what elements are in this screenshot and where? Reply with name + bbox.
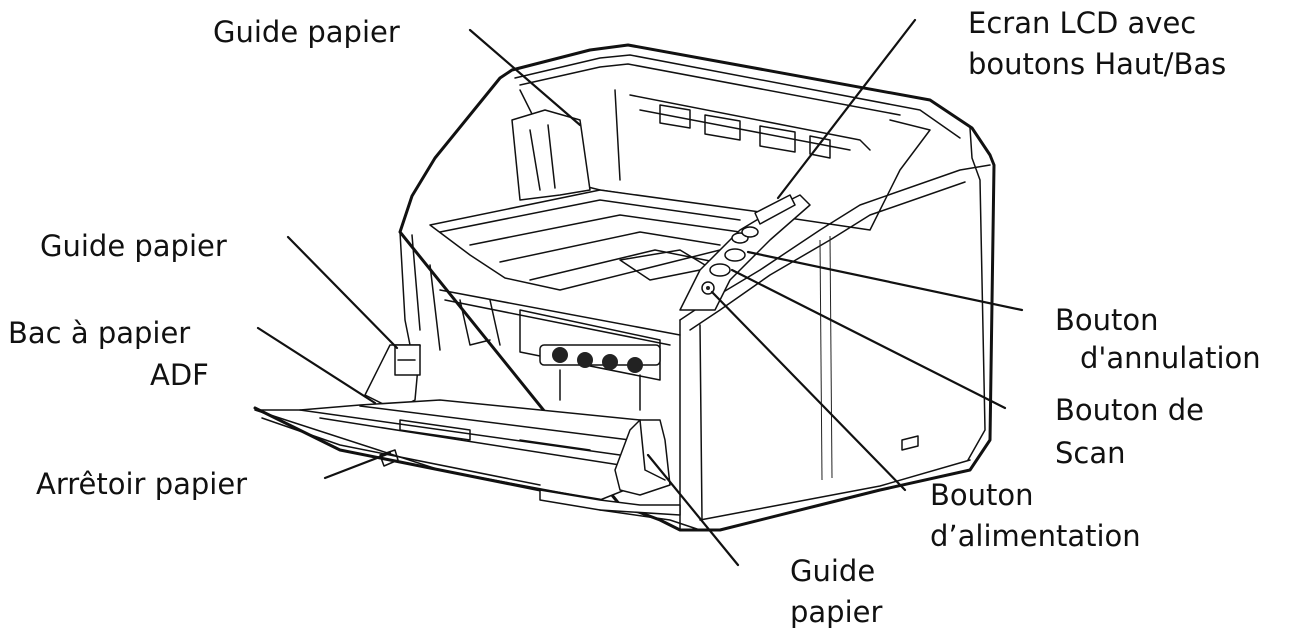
label-guide-papier-top: Guide papier [213, 15, 400, 49]
leader-bac [256, 326, 377, 405]
scan-button[interactable] [709, 263, 731, 277]
feed-rollers [539, 344, 661, 373]
leader-lines [256, 18, 1024, 567]
label-guide-bottom-line2: papier [790, 595, 882, 629]
lcd-screen [754, 194, 796, 225]
adf-input-tray [253, 399, 681, 516]
leader-arretoir [323, 451, 392, 480]
label-bac-line2: ADF [150, 358, 209, 392]
label-annulation-line2: d'annulation [1080, 341, 1261, 375]
leader-guide-top [468, 28, 582, 127]
label-scan-line2: Scan [1055, 436, 1126, 470]
leader-annulation [746, 250, 1024, 312]
label-annulation-line1: Bouton [1055, 303, 1159, 337]
cancel-button[interactable] [724, 248, 746, 262]
label-guide-bottom-line1: Guide [790, 554, 875, 588]
leader-scan [730, 268, 1007, 410]
leader-lcd [776, 18, 917, 200]
label-lcd-line1: Ecran LCD avec [968, 6, 1196, 40]
control-panel [679, 194, 811, 311]
scanner-body [253, 43, 996, 532]
label-guide-papier-left: Guide papier [40, 229, 227, 263]
callout-labels: Guide papier Ecran LCD avec boutons Haut… [8, 6, 1261, 629]
label-alimentation-line2: d’alimentation [930, 519, 1141, 553]
label-alimentation-line1: Bouton [930, 478, 1034, 512]
down-button[interactable] [741, 226, 759, 238]
label-bac-line1: Bac à papier [8, 316, 190, 350]
label-lcd-line2: boutons Haut/Bas [968, 47, 1226, 81]
leader-guide-bottom [646, 453, 740, 567]
leader-guide-left [286, 235, 399, 350]
label-arretoir: Arrêtoir papier [36, 467, 247, 501]
label-scan-line1: Bouton de [1055, 393, 1204, 427]
leader-alimentation [710, 290, 907, 492]
